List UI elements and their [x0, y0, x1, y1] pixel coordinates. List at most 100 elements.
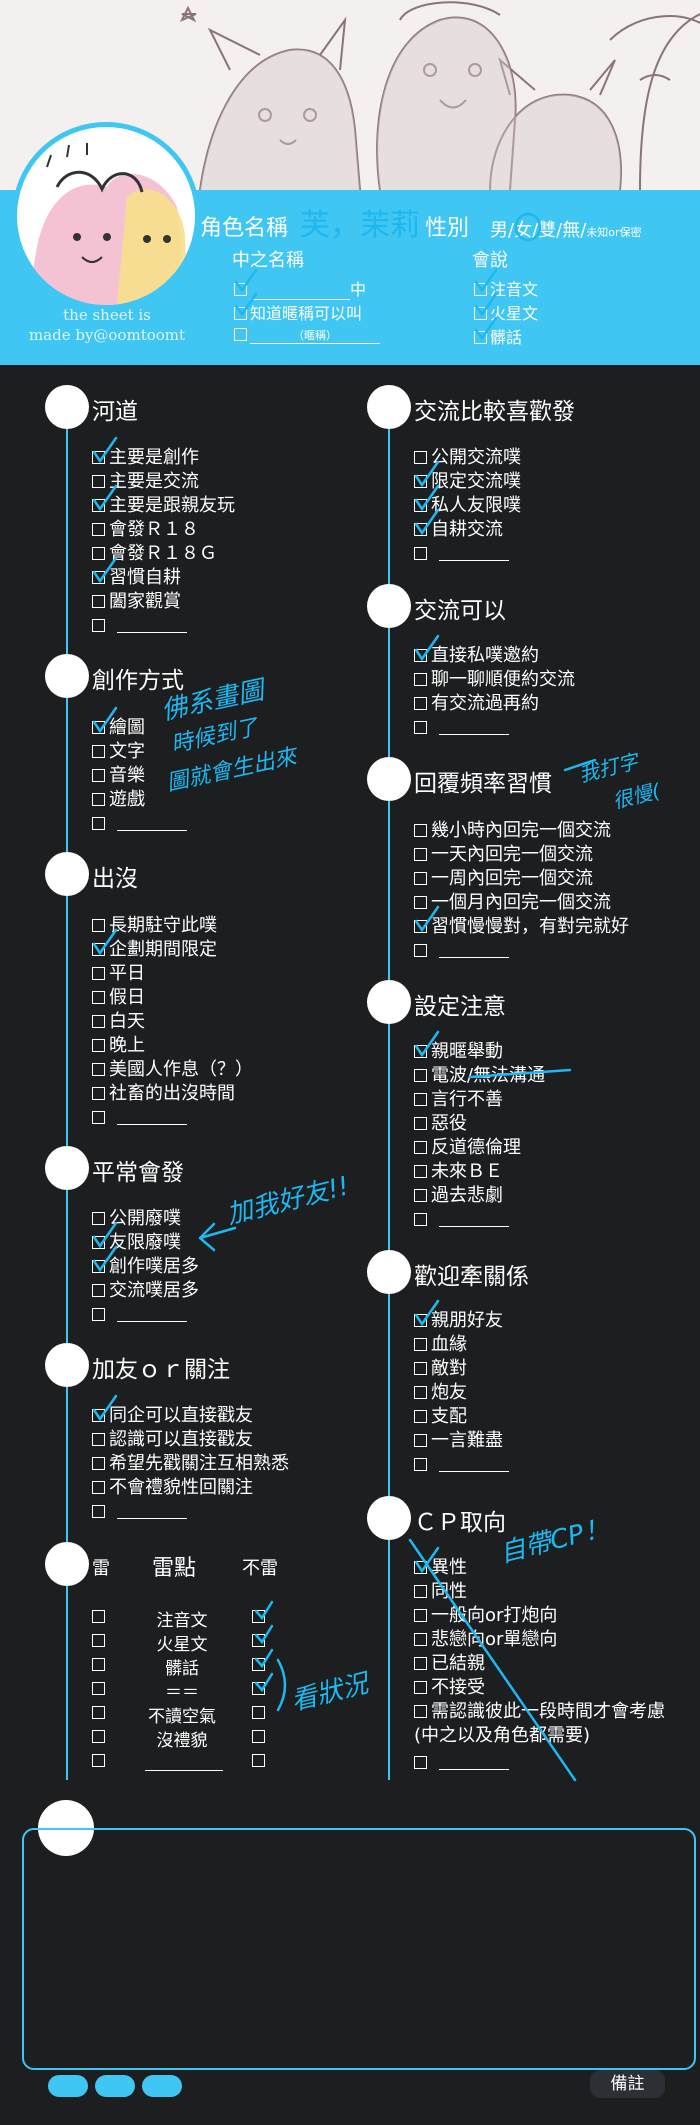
pingchang-item-1[interactable]: 公開廢噗	[92, 1208, 181, 1230]
nickname-opt-2[interactable]: 知道暱稱可以叫	[234, 300, 362, 324]
chuangzuo-item-2[interactable]: 文字	[92, 741, 145, 763]
keyi-item-3[interactable]: 有交流過再約	[414, 693, 539, 715]
huifu-item-2[interactable]: 一天內回完一個交流	[414, 844, 593, 866]
huifu-item-blank[interactable]	[414, 940, 509, 962]
lei-left-box-1[interactable]	[92, 1606, 109, 1628]
chumo-item-5[interactable]: 白天	[92, 1011, 145, 1033]
qianguanxi-item-2[interactable]: 血緣	[414, 1334, 467, 1356]
cp-item-5[interactable]: 已結親	[414, 1653, 485, 1675]
lei-right-box-blank[interactable]	[252, 1750, 269, 1772]
gender-both[interactable]: 雙	[538, 220, 557, 241]
nickname-opt-1[interactable]: 中	[234, 276, 366, 300]
chuangzuo-item-4[interactable]: 遊戲	[92, 789, 145, 811]
qianguanxi-item-3[interactable]: 敵對	[414, 1358, 467, 1380]
jiaoliu-item-blank[interactable]	[414, 543, 509, 565]
notes-box[interactable]	[22, 1828, 696, 2070]
cp-item-6[interactable]: 不接受	[414, 1677, 485, 1699]
lei-left-box-6[interactable]	[92, 1726, 109, 1748]
sheding-item-blank[interactable]	[414, 1209, 509, 1231]
jiayou-item-blank[interactable]	[92, 1501, 187, 1523]
chuangzuo-item-blank[interactable]	[92, 813, 187, 835]
cp-item-blank[interactable]	[414, 1752, 509, 1774]
gender-none[interactable]: 無	[562, 220, 581, 241]
lei-title: 雷	[92, 1558, 110, 1579]
sheding-item-7[interactable]: 過去悲劇	[414, 1185, 503, 1207]
hedao-item-blank[interactable]	[92, 615, 187, 637]
keyi-item-1[interactable]: 直接私噗邀約	[414, 645, 539, 667]
qianguanxi-item-1[interactable]: 親朋好友	[414, 1310, 503, 1332]
huifu-item-1[interactable]: 幾小時內回完一個交流	[414, 820, 611, 842]
chumo-item-3[interactable]: 平日	[92, 963, 145, 985]
lei-left-box-3[interactable]	[92, 1654, 109, 1676]
gender-male[interactable]: 男	[490, 220, 508, 241]
hedao-item-6[interactable]: 習慣自耕	[92, 567, 181, 589]
jiaoliu-item-4[interactable]: 自耕交流	[414, 519, 503, 541]
speak-opt-3[interactable]: 髒話	[474, 324, 522, 348]
lei-left-box-2[interactable]	[92, 1630, 109, 1652]
lei-right-box-3[interactable]	[252, 1654, 269, 1676]
hedao-item-5[interactable]: 會發Ｒ１８Ｇ	[92, 543, 217, 565]
lei-right-box-5[interactable]	[252, 1702, 269, 1724]
pingchang-item-blank[interactable]	[92, 1304, 187, 1326]
hedao-item-2[interactable]: 主要是交流	[92, 471, 199, 493]
section-title-jiayou: 加友ｏｒ關注	[92, 1357, 230, 1383]
nickname-opt-3[interactable]: （暱稱）	[234, 324, 380, 344]
jiayou-item-3[interactable]: 希望先戳關注互相熟悉	[92, 1453, 289, 1475]
sheding-item-3[interactable]: 言行不善	[414, 1089, 503, 1111]
memo-label: 備註	[590, 2070, 665, 2098]
chumo-item-7[interactable]: 美國人作息（？）	[92, 1059, 253, 1081]
chumo-item-1[interactable]: 長期駐守此噗	[92, 915, 217, 937]
sheding-item-6[interactable]: 未來ＢＥ	[414, 1161, 503, 1183]
lei-left-box-blank[interactable]	[92, 1750, 109, 1772]
cp-item-1[interactable]: 異性	[414, 1557, 467, 1579]
lei-right-box-2[interactable]	[252, 1630, 269, 1652]
gender-unknown[interactable]: 未知or保密	[586, 226, 642, 239]
pingchang-item-4[interactable]: 交流噗居多	[92, 1280, 199, 1302]
huifu-item-3[interactable]: 一周內回完一個交流	[414, 868, 593, 890]
chumo-item-2[interactable]: 企劃期間限定	[92, 939, 217, 961]
cp-item-7[interactable]: 需認識彼此一段時間才會考慮	[414, 1701, 665, 1723]
jiaoliu-item-3[interactable]: 私人友限噗	[414, 495, 521, 517]
jiayou-item-4[interactable]: 不會禮貌性回關注	[92, 1477, 253, 1499]
pingchang-item-2[interactable]: 友限廢噗	[92, 1232, 181, 1254]
lei-left-box-5[interactable]	[92, 1702, 109, 1724]
qianguanxi-item-6[interactable]: 一言難盡	[414, 1430, 503, 1452]
chumo-item-4[interactable]: 假日	[92, 987, 145, 1009]
lei-right-box-6[interactable]	[252, 1726, 269, 1748]
pingchang-item-3[interactable]: 創作噗居多	[92, 1256, 199, 1278]
lei-left-box-4[interactable]	[92, 1678, 109, 1700]
hedao-item-7[interactable]: 闔家觀賞	[92, 591, 181, 613]
section-title-chuangzuo: 創作方式	[92, 668, 184, 694]
chumo-item-6[interactable]: 晚上	[92, 1035, 145, 1057]
sheding-item-1[interactable]: 親暱舉動	[414, 1041, 503, 1063]
chumo-item-8[interactable]: 社畜的出沒時間	[92, 1083, 235, 1105]
cp-item-4[interactable]: 悲戀向or單戀向	[414, 1629, 557, 1651]
qianguanxi-item-5[interactable]: 支配	[414, 1406, 467, 1428]
huifu-item-5[interactable]: 習慣慢慢對，有對完就好	[414, 916, 629, 938]
chuangzuo-item-1[interactable]: 繪圖	[92, 717, 145, 739]
keyi-item-blank[interactable]	[414, 717, 509, 739]
chuangzuo-item-3[interactable]: 音樂	[92, 765, 145, 787]
jiayou-item-1[interactable]: 同企可以直接戳友	[92, 1405, 253, 1427]
jiayou-item-2[interactable]: 認識可以直接戳友	[92, 1429, 253, 1451]
hedao-item-1[interactable]: 主要是創作	[92, 447, 199, 469]
cp-item-3[interactable]: 一般向or打炮向	[414, 1605, 557, 1627]
speak-opt-2[interactable]: 火星文	[474, 300, 538, 324]
cp-item-2[interactable]: 同性	[414, 1581, 467, 1603]
lei-blank-line[interactable]	[145, 1750, 223, 1771]
speak-opt-1[interactable]: 注音文	[474, 276, 538, 300]
hedao-item-4[interactable]: 會發Ｒ１８	[92, 519, 199, 541]
sheding-item-4[interactable]: 惡役	[414, 1113, 467, 1135]
hedao-item-3[interactable]: 主要是跟親友玩	[92, 495, 235, 517]
qianguanxi-item-blank[interactable]	[414, 1454, 509, 1476]
gender-label: 性別	[425, 216, 470, 241]
lei-right-box-1[interactable]	[252, 1606, 269, 1628]
qianguanxi-item-4[interactable]: 炮友	[414, 1382, 467, 1404]
jiaoliu-item-1[interactable]: 公開交流噗	[414, 447, 521, 469]
chumo-item-blank[interactable]	[92, 1107, 187, 1129]
keyi-item-2[interactable]: 聊一聊順便約交流	[414, 669, 575, 691]
jiaoliu-item-2[interactable]: 限定交流噗	[414, 471, 521, 493]
huifu-item-4[interactable]: 一個月內回完一個交流	[414, 892, 611, 914]
lei-right-box-4[interactable]	[252, 1678, 269, 1700]
sheding-item-5[interactable]: 反道德倫理	[414, 1137, 521, 1159]
